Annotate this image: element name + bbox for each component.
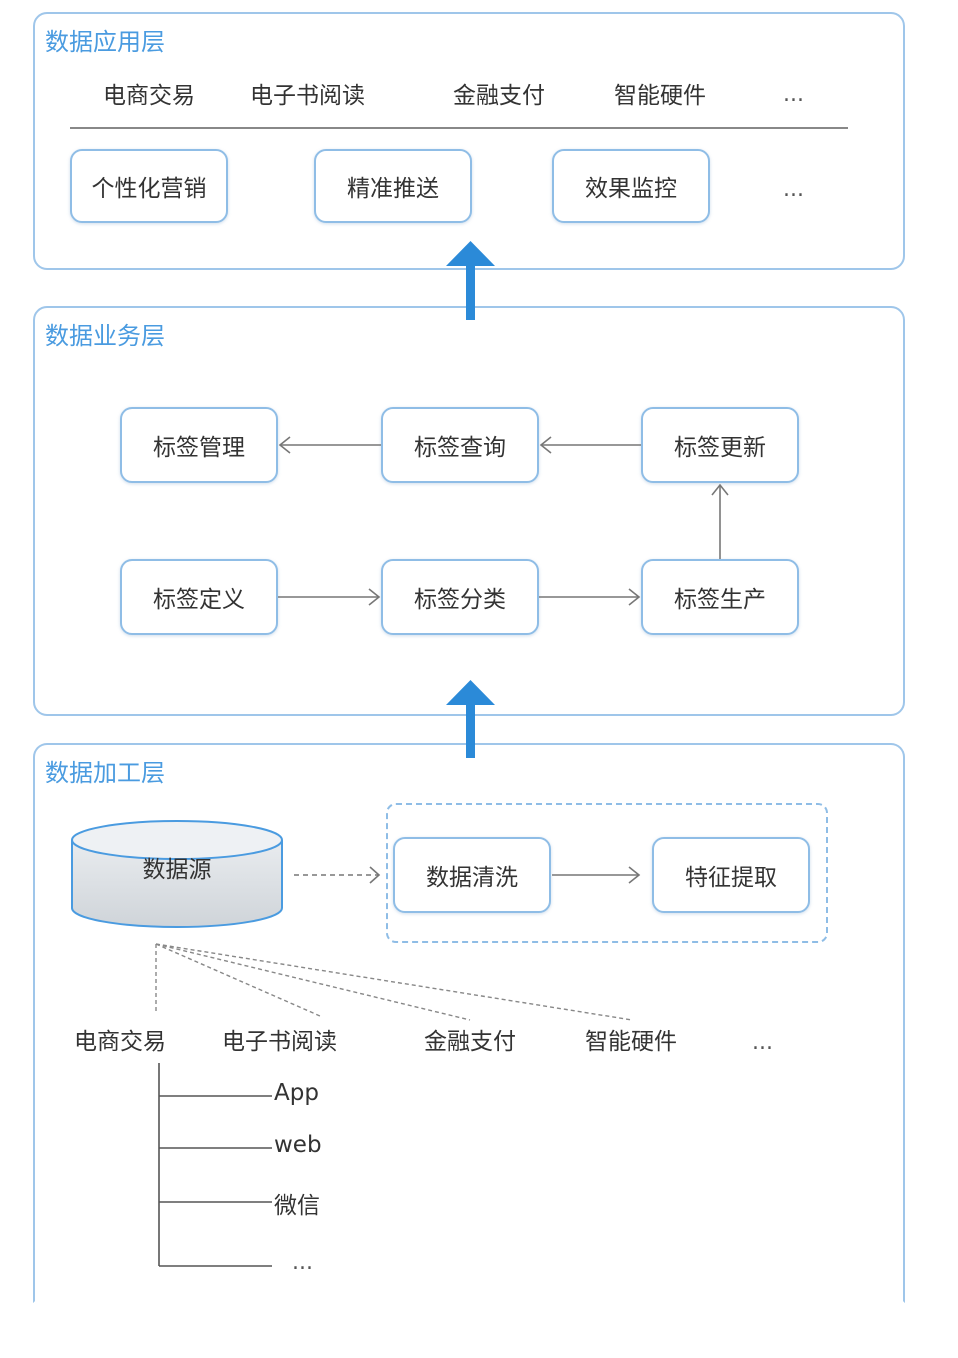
application-layer: 数据应用层: [33, 12, 905, 270]
source-finance: 金融支付: [424, 1029, 516, 1055]
tag-manage-box: 标签管理: [120, 407, 278, 483]
processing-layer-title: 数据加工层: [45, 759, 165, 787]
application-layer-title: 数据应用层: [45, 28, 165, 56]
channel-more: ...: [292, 1250, 313, 1275]
business-layer-title: 数据业务层: [45, 322, 165, 350]
app-category-finance: 金融支付: [453, 83, 545, 109]
source-ebook: 电子书阅读: [222, 1029, 337, 1055]
tag-classify-box: 标签分类: [381, 559, 539, 635]
source-ecommerce: 电商交易: [74, 1029, 166, 1055]
app-category-hardware: 智能硬件: [614, 83, 706, 109]
channel-app: App: [274, 1080, 319, 1106]
source-hardware: 智能硬件: [585, 1029, 677, 1055]
tag-query-box: 标签查询: [381, 407, 539, 483]
channel-wechat: 微信: [274, 1193, 320, 1219]
app-personalized-marketing: 个性化营销: [70, 149, 228, 223]
app-category-ebook: 电子书阅读: [250, 83, 365, 109]
app-precise-push: 精准推送: [314, 149, 472, 223]
tag-update-box: 标签更新: [641, 407, 799, 483]
app-more: ...: [783, 177, 804, 202]
channel-web: web: [274, 1132, 322, 1158]
source-more: ...: [752, 1030, 773, 1055]
app-category-more: ...: [783, 82, 804, 107]
feature-extraction-box: 特征提取: [652, 837, 810, 913]
processing-group: [386, 803, 828, 943]
tag-define-box: 标签定义: [120, 559, 278, 635]
data-source-label: 数据源: [142, 857, 212, 883]
app-category-ecommerce: 电商交易: [103, 83, 195, 109]
business-layer: 数据业务层: [33, 306, 905, 716]
tag-produce-box: 标签生产: [641, 559, 799, 635]
data-cleaning-box: 数据清洗: [393, 837, 551, 913]
app-effect-monitoring: 效果监控: [552, 149, 710, 223]
